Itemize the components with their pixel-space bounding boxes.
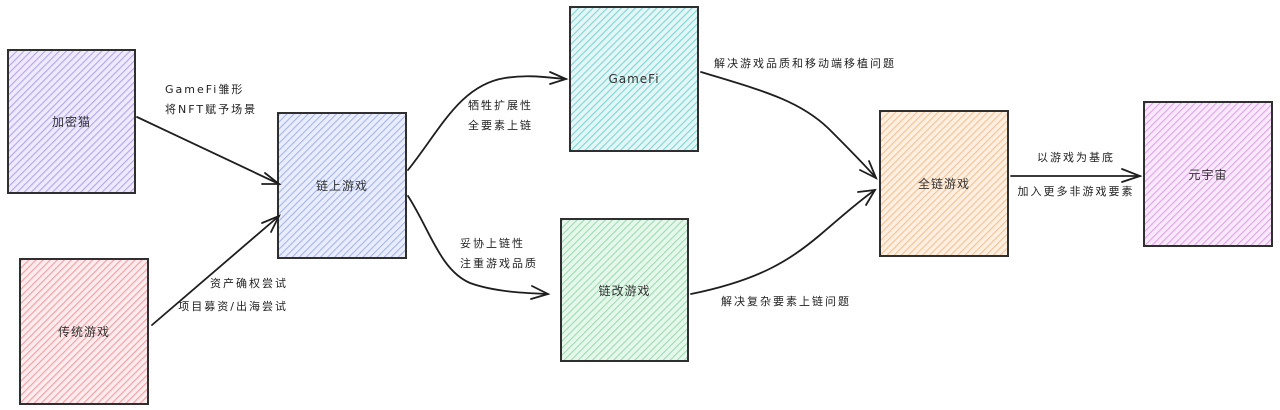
node-label: 链上游戏 [315,179,368,193]
edge-label-line: 妥协上链性 [460,237,525,250]
arrow-chainmod-to-fullchain[interactable] [690,188,877,295]
edge-label-chainmod-fullchain: 解决复杂要素上链问题 [721,292,851,312]
edge-label-line: 资产确权尝试 [210,277,288,290]
edge-label-onchain-chainmod: 妥协上链性 注重游戏品质 [460,234,538,274]
hatch-fill [562,220,687,360]
edge-label-onchain-gamefi: 牺牲扩展性 全要素上链 [468,96,533,136]
edge-label-line: 解决复杂要素上链问题 [721,295,851,308]
node-onchain-games[interactable]: 链上游戏 [277,112,407,259]
node-label: 加密猫 [51,115,91,129]
edge-label-line: 全要素上链 [468,119,533,132]
node-label: 全链游戏 [917,177,970,191]
edge-label-line: 解决游戏品质和移动端移植问题 [714,57,896,70]
node-chain-modified-games[interactable]: 链改游戏 [560,218,689,362]
edge-label-line: 注重游戏品质 [460,257,538,270]
hatch-fill [1145,103,1271,245]
edge-label-line: 牺牲扩展性 [468,99,533,112]
node-label: 元宇宙 [1188,167,1228,182]
node-gamefi[interactable]: GameFi [569,6,699,152]
node-metaverse[interactable]: 元宇宙 [1143,101,1273,247]
node-label: GameFi [608,72,660,86]
hatch-fill [881,112,1007,255]
edge-label-traditional-onchain: 资产确权尝试 项目募资/出海尝试 [178,274,288,317]
edge-label-line: 将NFT赋予场景 [165,103,258,116]
hatch-fill [9,51,134,192]
edge-label-cryptokitties-onchain: GameFi雏形 将NFT赋予场景 [165,80,257,120]
edge-label-gamefi-fullchain: 解决游戏品质和移动端移植问题 [714,54,896,74]
edge-label-line: 项目募资/出海尝试 [178,300,288,313]
hatch-fill [571,8,697,150]
node-traditional-games[interactable]: 传统游戏 [19,258,149,405]
hatch-fill [21,260,147,403]
node-fully-onchain-games[interactable]: 全链游戏 [879,110,1009,257]
edge-label-fullchain-metaverse: 以游戏为基底 加入更多非游戏要素 [1012,148,1140,202]
edge-label-line: 加入更多非游戏要素 [1017,185,1135,198]
arrow-cryptokitties-to-onchain[interactable] [136,116,282,185]
node-label: 链改游戏 [598,283,651,298]
edge-label-line: GameFi雏形 [165,83,245,96]
node-label: 传统游戏 [57,325,110,339]
arrow-gamefi-to-fullchain[interactable] [700,71,878,180]
edge-label-line: 以游戏为基底 [1037,151,1115,164]
hatch-fill [279,114,405,257]
node-cryptokitties[interactable]: 加密猫 [7,49,136,194]
